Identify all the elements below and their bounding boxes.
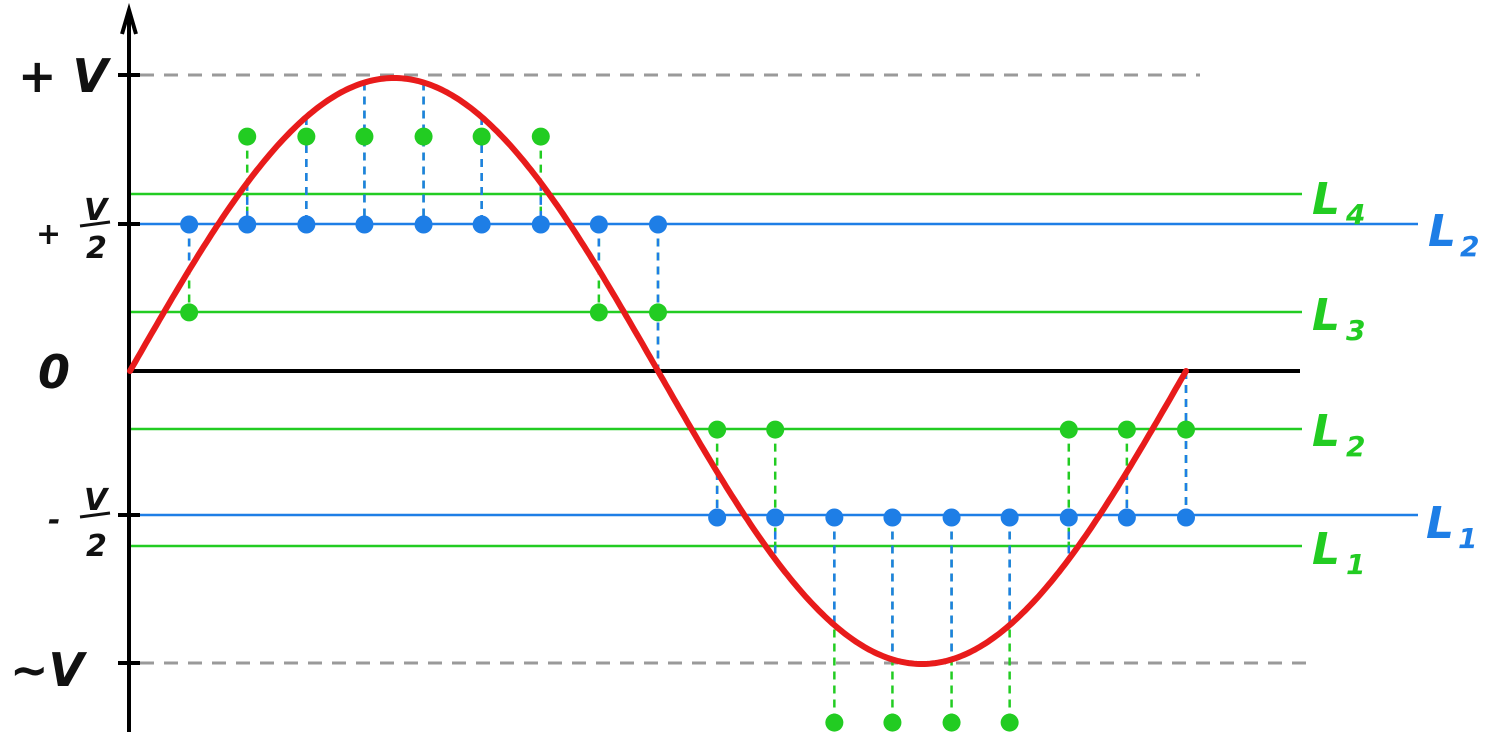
sample-dot-green-10 bbox=[766, 420, 785, 439]
sample-dot-green-5 bbox=[472, 127, 491, 146]
sample-dot-green-6 bbox=[531, 127, 550, 146]
sample-dot-green-1 bbox=[238, 127, 257, 146]
sample-dot-blue-0 bbox=[180, 215, 199, 234]
label-minus-v: ~V bbox=[10, 643, 88, 697]
sample-dot-blue-15 bbox=[1059, 508, 1078, 527]
sample-dot-blue-17 bbox=[1177, 508, 1195, 527]
sample-dot-green-8 bbox=[649, 303, 667, 322]
sine-signal-curve bbox=[127, 75, 1189, 667]
sample-dot-green-0 bbox=[180, 303, 199, 322]
level-label-blue-l2-sub: 2 bbox=[1460, 230, 1479, 263]
level-label-green-l2-sub: 2 bbox=[1346, 430, 1365, 463]
sample-dot-blue-1 bbox=[238, 215, 257, 234]
level-label-green-l4: L 4 bbox=[1312, 174, 1365, 231]
level-label-green-l4-letter: L bbox=[1312, 174, 1340, 225]
sample-dot-green-3 bbox=[355, 127, 374, 146]
level-label-green-l1-sub: 1 bbox=[1346, 548, 1365, 581]
level-label-green-l1: L 1 bbox=[1312, 524, 1365, 581]
sample-dot-green-4 bbox=[414, 127, 433, 146]
level-label-green-l3-sub: 3 bbox=[1346, 314, 1365, 347]
sample-dot-blue-2 bbox=[297, 215, 316, 234]
sample-dot-blue-14 bbox=[1000, 508, 1019, 527]
level-label-blue-l1-letter: L bbox=[1426, 498, 1454, 549]
sample-dot-green-2 bbox=[297, 127, 316, 146]
sample-dot-green-12 bbox=[883, 713, 902, 732]
level-label-green-l4-sub: 4 bbox=[1345, 198, 1365, 231]
sample-dot-blue-5 bbox=[472, 215, 491, 234]
sample-dot-blue-6 bbox=[531, 215, 550, 234]
level-label-green-l2: L 2 bbox=[1312, 406, 1365, 463]
label-plus-half-den: 2 bbox=[86, 231, 107, 266]
label-zero: 0 bbox=[38, 345, 70, 399]
label-plus-v: + V bbox=[18, 49, 112, 103]
minus-half-fraction-bar bbox=[79, 511, 111, 519]
label-plus-half-sign: + bbox=[36, 217, 61, 252]
level-label-blue-l1-sub: 1 bbox=[1458, 522, 1477, 555]
sample-dot-blue-7 bbox=[589, 215, 608, 234]
sample-dot-green-13 bbox=[942, 713, 961, 732]
sample-dot-blue-8 bbox=[649, 215, 667, 234]
sample-dot-green-11 bbox=[825, 713, 844, 732]
level-label-blue-l2: L 2 bbox=[1428, 206, 1479, 263]
sample-dot-blue-10 bbox=[766, 508, 785, 527]
vertical-axis-arrow bbox=[120, 2, 138, 35]
plus-half-fraction-bar bbox=[79, 220, 111, 228]
sample-dot-green-15 bbox=[1059, 420, 1078, 439]
level-label-blue-l2-letter: L bbox=[1428, 206, 1456, 257]
label-minus-half-den: 2 bbox=[86, 529, 107, 564]
sample-dot-green-16 bbox=[1117, 420, 1136, 439]
sample-dot-green-17 bbox=[1177, 420, 1195, 439]
sample-dot-blue-13 bbox=[942, 508, 961, 527]
level-label-green-l1-letter: L bbox=[1312, 524, 1340, 575]
sample-dot-blue-16 bbox=[1117, 508, 1136, 527]
label-minus-half-sign: - bbox=[48, 503, 60, 538]
level-label-green-l3: L 3 bbox=[1312, 290, 1365, 347]
sample-dot-green-9 bbox=[708, 420, 727, 439]
sample-drop-lines bbox=[187, 82, 1188, 723]
sample-dot-blue-11 bbox=[825, 508, 844, 527]
sample-dot-blue-9 bbox=[708, 508, 727, 527]
sample-dot-blue-3 bbox=[355, 215, 374, 234]
sample-dot-blue-12 bbox=[883, 508, 902, 527]
sample-dots bbox=[180, 127, 1195, 732]
sample-dot-green-7 bbox=[589, 303, 608, 322]
sample-dot-green-14 bbox=[1000, 713, 1019, 732]
level-label-blue-l1: L 1 bbox=[1426, 498, 1477, 555]
sample-dot-blue-4 bbox=[414, 215, 433, 234]
level-label-green-l3-letter: L bbox=[1312, 290, 1340, 341]
level-label-green-l2-letter: L bbox=[1312, 406, 1340, 457]
